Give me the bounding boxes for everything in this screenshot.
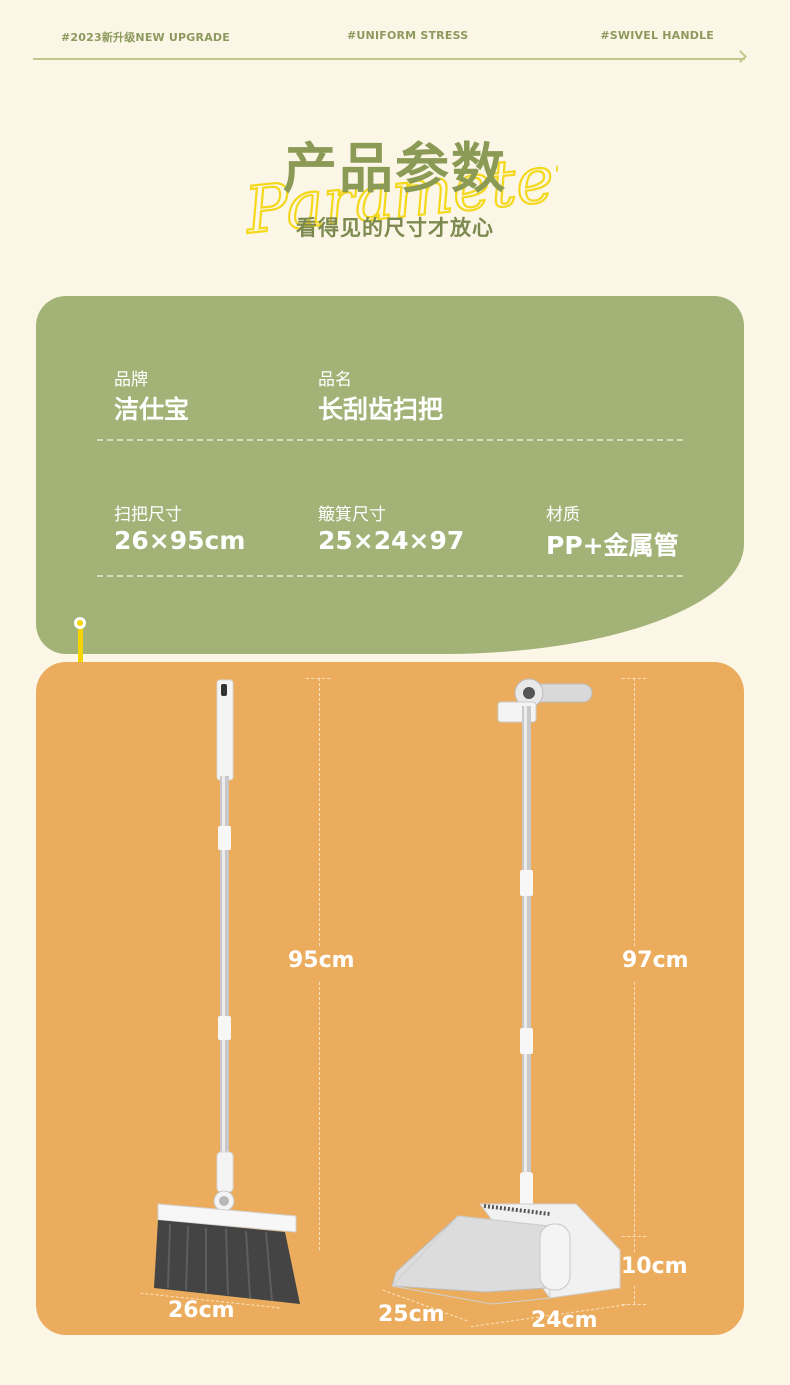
spec-divider	[97, 575, 683, 577]
guide-tick	[306, 678, 330, 679]
tag-swivel-handle: #SWIVEL HANDLE	[600, 29, 714, 42]
tag-uniform-stress: #UNIFORM STRESS	[347, 29, 469, 42]
dustpan-image	[391, 678, 621, 1305]
dustpan-height-label: 97cm	[622, 948, 689, 973]
script-parameter: Parameter	[240, 145, 558, 245]
dustpan-height-guide	[634, 982, 635, 1252]
card-connector	[78, 624, 83, 682]
spec-value-dustpan-size: 25×24×97	[318, 526, 465, 555]
spec-value-broom-size: 26×95cm	[114, 526, 246, 555]
page-subtitle: 看得见的尺寸才放心	[296, 216, 494, 240]
broom-image	[154, 679, 300, 1304]
dustpan-height-guide	[634, 678, 635, 946]
spec-card	[36, 296, 744, 654]
broom-height-guide	[319, 982, 320, 1250]
dustpan-width-b-label: 24cm	[531, 1308, 598, 1333]
dustpan-depth-label: 10cm	[621, 1254, 688, 1279]
arrow-right-icon	[734, 50, 747, 63]
spec-label-dustpan-size: 簸箕尺寸	[318, 505, 386, 525]
spec-value-material: PP+金属管	[546, 531, 679, 560]
product-dimension-card	[36, 662, 744, 1335]
spec-divider	[97, 439, 683, 441]
tag-new-upgrade: #2023新升级NEW UPGRADE	[61, 31, 230, 44]
broom-height-label: 95cm	[288, 948, 355, 973]
dustpan-depth-guide	[634, 1286, 635, 1304]
spec-label-broom-size: 扫把尺寸	[114, 505, 182, 525]
tag-divider-line	[33, 58, 745, 60]
broom-height-guide	[319, 678, 320, 946]
spec-label-material: 材质	[546, 505, 580, 525]
spec-label-brand: 品牌	[114, 370, 148, 390]
guide-tick	[622, 1304, 646, 1305]
guide-tick	[622, 1236, 646, 1237]
guide-tick	[622, 678, 646, 679]
dustpan-width-a-label: 25cm	[378, 1302, 445, 1327]
connector-dot	[74, 617, 86, 629]
page-title: 产品参数	[283, 137, 507, 200]
broom-width-label: 26cm	[168, 1298, 235, 1323]
spec-value-brand: 洁仕宝	[114, 395, 190, 424]
spec-label-product-name: 品名	[318, 370, 352, 390]
spec-value-product-name: 长刮齿扫把	[318, 395, 444, 424]
